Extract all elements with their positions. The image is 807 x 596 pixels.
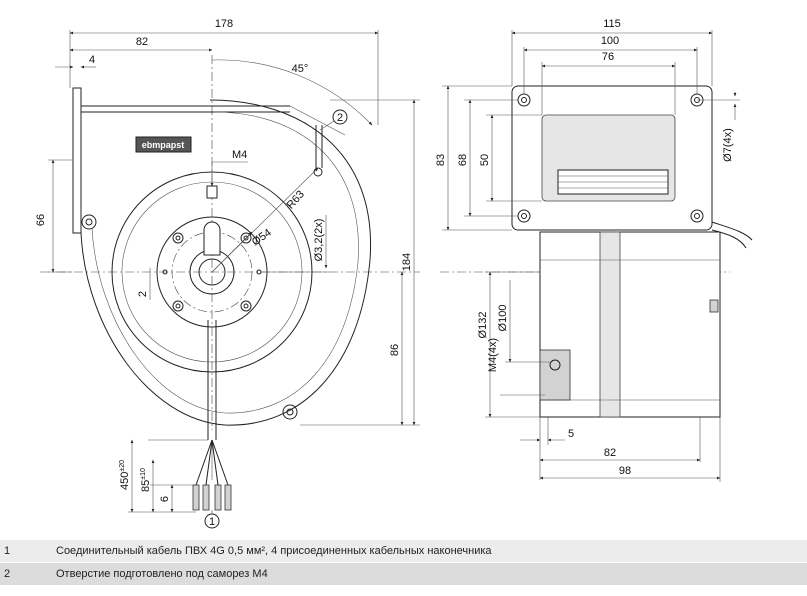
svg-text:Ø132: Ø132 xyxy=(477,312,489,339)
callout-2 xyxy=(332,109,348,125)
notes-table: 1 Соединительный кабель ПВХ 4G 0,5 мм², … xyxy=(0,540,807,586)
svg-text:R63: R63 xyxy=(285,188,307,211)
note-number: 2 xyxy=(4,568,11,580)
svg-text:5: 5 xyxy=(568,428,574,440)
svg-text:45°: 45° xyxy=(292,63,309,75)
svg-text:76: 76 xyxy=(602,51,614,63)
note-number: 1 xyxy=(4,545,11,557)
svg-text:4: 4 xyxy=(89,54,95,66)
front-dimensions: 178 82 4 45° 66 M4 R63 Ø54 Ø3,2(2x) 2 18… xyxy=(35,18,420,529)
svg-text:Ø54: Ø54 xyxy=(250,227,274,249)
scroll-housing xyxy=(80,99,372,426)
mounting-flange xyxy=(72,87,82,234)
note-row: 2 Отверстие подготовлено под саморез M4 xyxy=(0,563,807,586)
svg-text:450±20: 450±20 xyxy=(119,460,131,490)
svg-text:M4(4x): M4(4x) xyxy=(487,338,499,372)
svg-text:M4: M4 xyxy=(232,149,247,161)
svg-text:Ø3,2(2x): Ø3,2(2x) xyxy=(313,219,325,262)
svg-text:66: 66 xyxy=(35,214,47,226)
svg-text:115: 115 xyxy=(603,18,621,30)
note-text: Соединительный кабель ПВХ 4G 0,5 мм², 4 … xyxy=(56,545,492,557)
svg-text:Ø100: Ø100 xyxy=(497,305,509,332)
svg-text:68: 68 xyxy=(457,154,469,166)
ebmpapst-logo-plate xyxy=(135,136,192,153)
side-dimensions: 115 100 76 83 68 50 Ø7(4x) Ø132 Ø100 xyxy=(435,18,740,482)
svg-text:98: 98 xyxy=(619,465,631,477)
front-view: ebmpapst xyxy=(40,55,420,511)
svg-text:Ø7(4x): Ø7(4x) xyxy=(722,128,734,162)
technical-drawing: ebmpapst 178 82 4 45° 66 M4 R63 Ø54 Ø3,2… xyxy=(35,18,753,529)
svg-text:50: 50 xyxy=(479,154,491,166)
svg-text:2: 2 xyxy=(137,291,149,297)
svg-text:178: 178 xyxy=(215,18,233,30)
svg-text:184: 184 xyxy=(401,253,413,271)
svg-text:2: 2 xyxy=(337,112,343,124)
logo-text: ebmpapst xyxy=(142,140,185,150)
svg-text:85±10: 85±10 xyxy=(140,468,152,492)
svg-text:1: 1 xyxy=(209,516,215,528)
side-view xyxy=(440,85,753,418)
svg-text:83: 83 xyxy=(435,154,447,166)
svg-text:100: 100 xyxy=(601,35,619,47)
svg-text:6: 6 xyxy=(159,496,171,502)
svg-text:82: 82 xyxy=(136,36,148,48)
note-text: Отверстие подготовлено под саморез M4 xyxy=(56,568,268,580)
note-row: 1 Соединительный кабель ПВХ 4G 0,5 мм², … xyxy=(0,540,807,563)
svg-text:86: 86 xyxy=(389,344,401,356)
svg-text:82: 82 xyxy=(604,447,616,459)
